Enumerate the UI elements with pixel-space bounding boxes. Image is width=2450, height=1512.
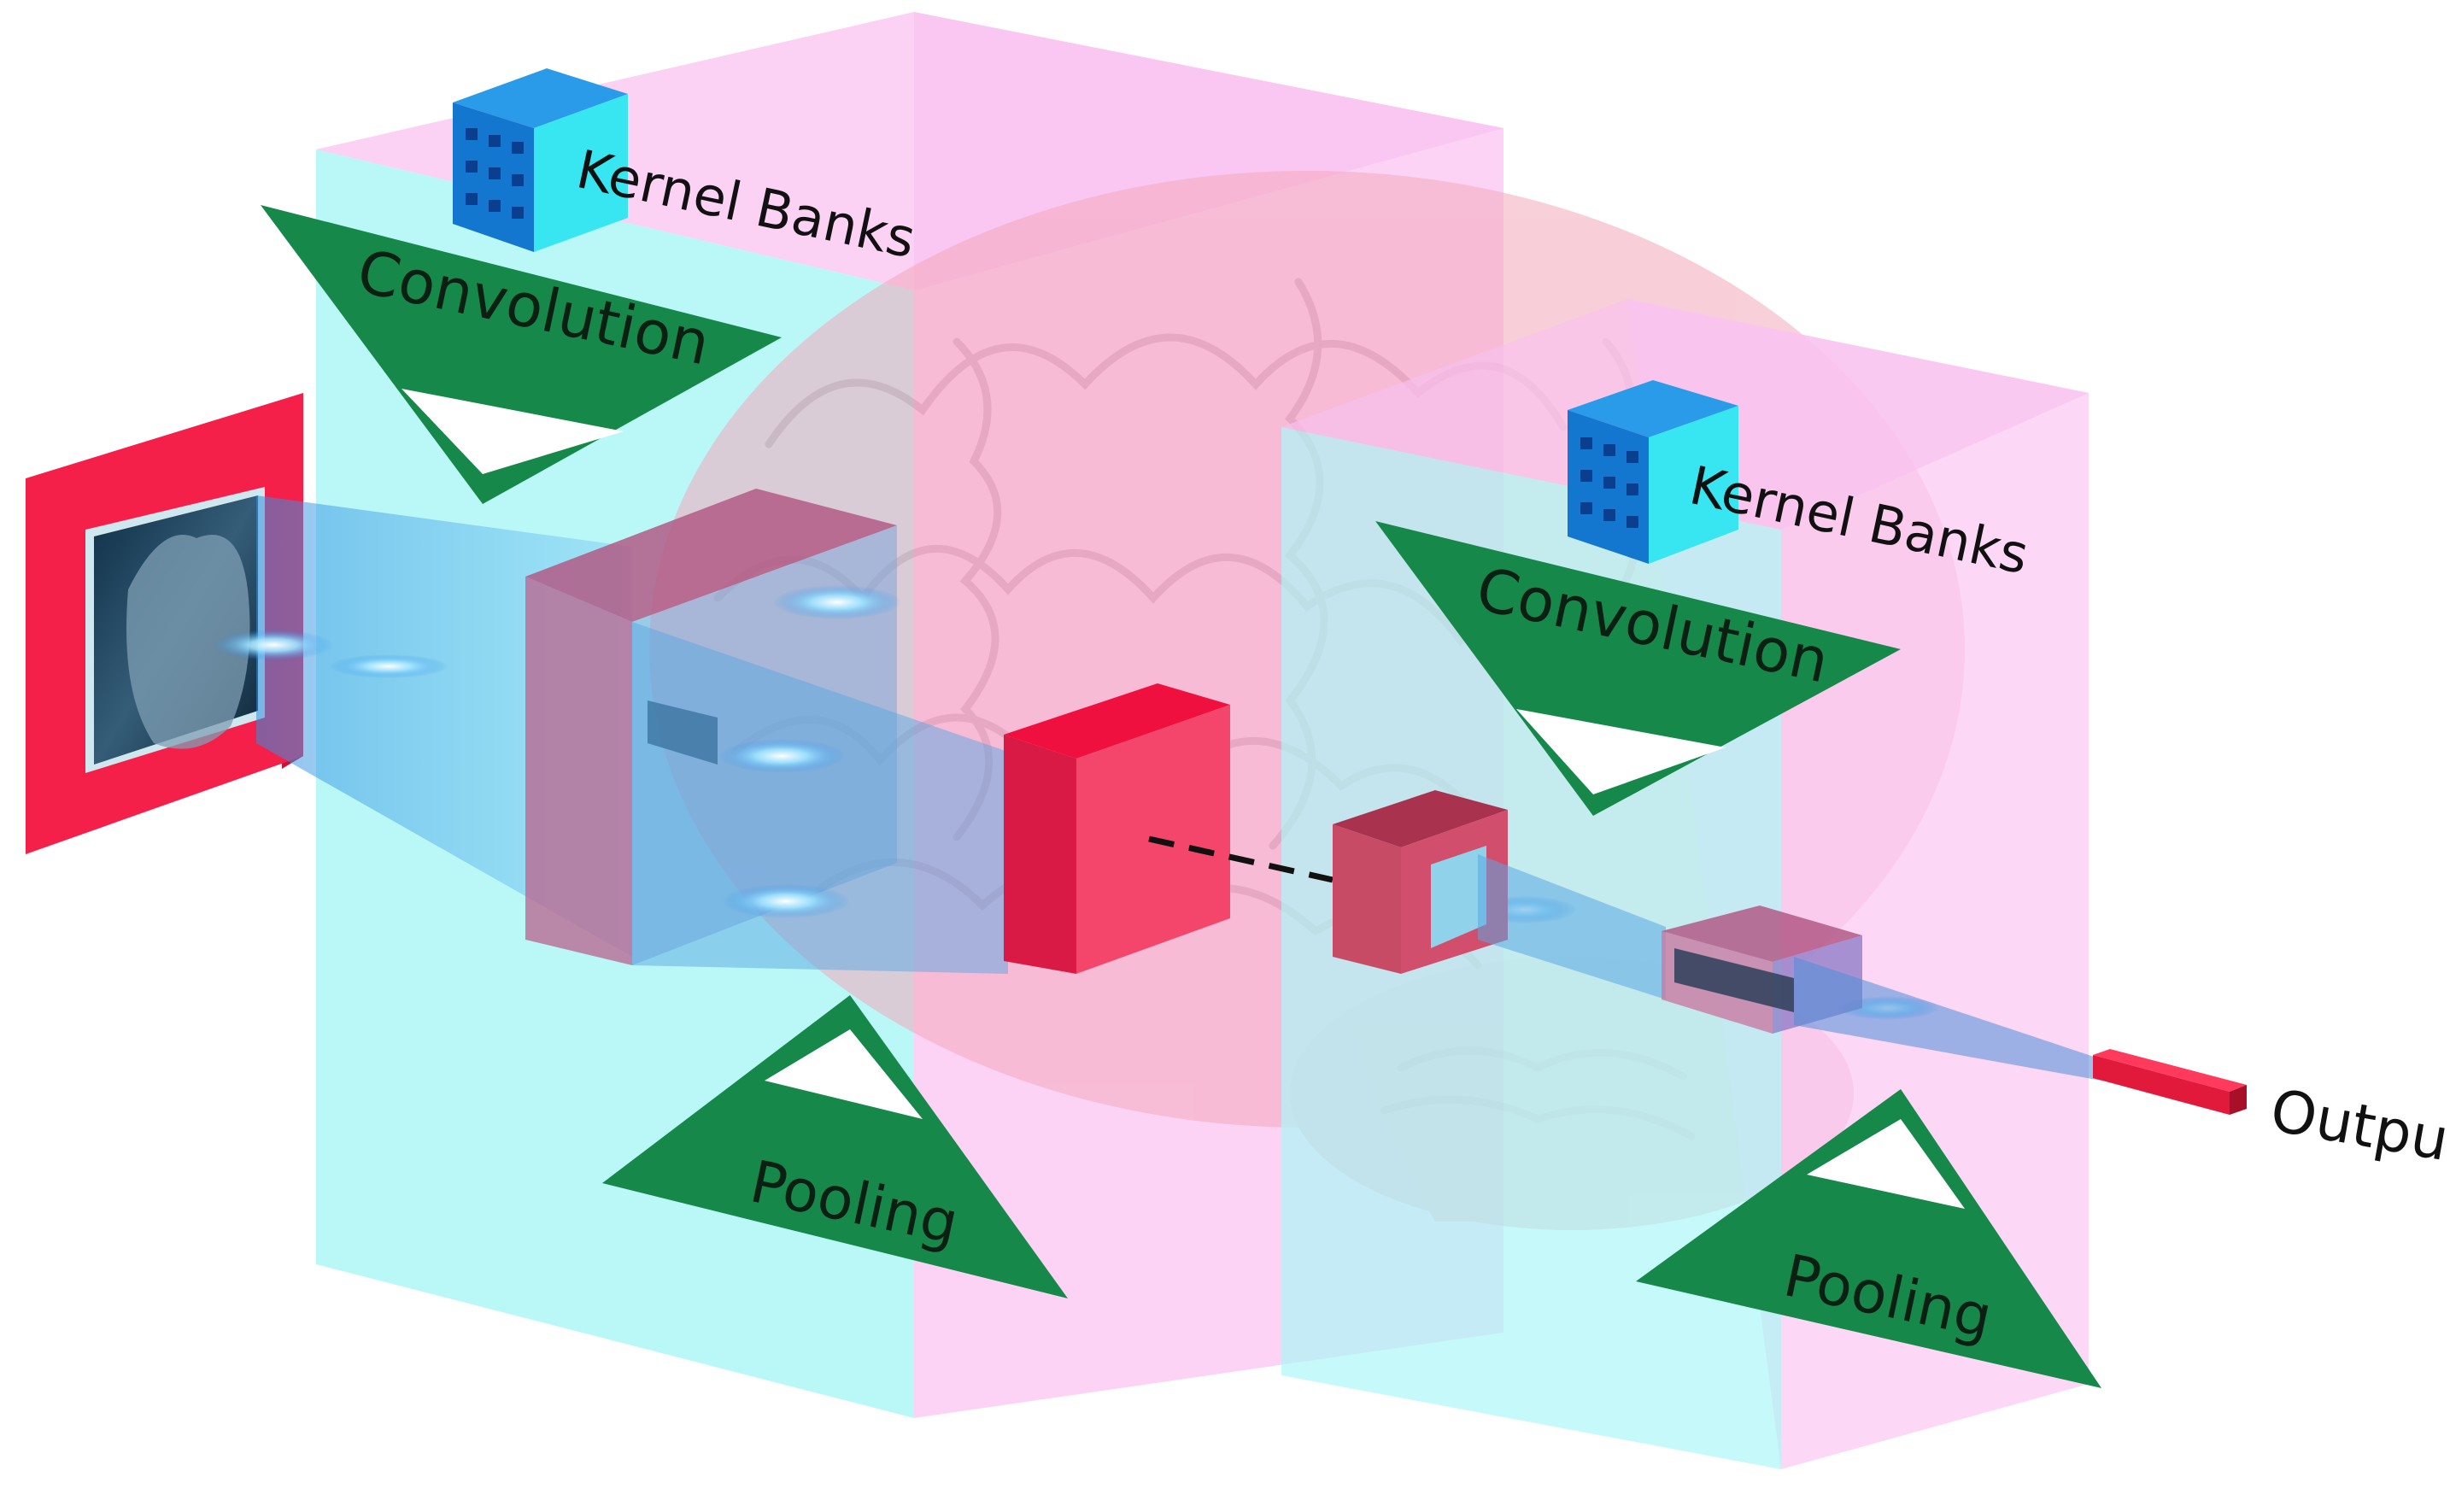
kernel1-side xyxy=(534,94,628,252)
cube3-top xyxy=(1333,790,1508,847)
kernel2-side xyxy=(1649,406,1738,564)
output-bar-front xyxy=(2093,1055,2230,1115)
cube1-top xyxy=(525,489,897,622)
kernel1-top xyxy=(453,68,628,128)
dashed-connector xyxy=(1148,835,1333,883)
beam-cube1-to-cube2 xyxy=(632,622,1008,974)
convolution-triangle-2 xyxy=(1375,521,1901,816)
stage-1-pink-panel-top xyxy=(316,12,1503,290)
beam-flat-to-output xyxy=(1794,957,2101,1081)
input-scan-organ xyxy=(126,535,250,749)
feature-cube-3 xyxy=(1333,790,1508,974)
beam-cube3-to-flat xyxy=(1478,854,1666,999)
output-label: Output xyxy=(2265,1077,2450,1179)
output-bar xyxy=(2093,1049,2247,1115)
output-bar-top xyxy=(2093,1049,2247,1092)
output-bar-end xyxy=(2230,1085,2247,1115)
kernel2-top xyxy=(1568,380,1738,437)
cube2-front xyxy=(1004,735,1076,974)
flat-block-slot xyxy=(1674,948,1794,1012)
cube2-top xyxy=(1004,683,1230,759)
convolution-triangle-1 xyxy=(261,205,782,504)
cube1-left-face xyxy=(525,577,632,965)
cube3-inner xyxy=(1431,846,1486,948)
pooling-triangle-2 xyxy=(1636,1089,2101,1388)
kernel1-grid xyxy=(466,128,524,219)
kernel2-grid xyxy=(1580,437,1638,528)
feature-cube-2 xyxy=(1004,683,1230,974)
pooling-triangle-1 xyxy=(602,995,1068,1298)
cube3-front xyxy=(1333,824,1401,974)
flat-block-top xyxy=(1662,905,1862,962)
kernel-bank-cube-1 xyxy=(453,68,628,252)
kernel-bank-cube-2 xyxy=(1568,380,1738,564)
